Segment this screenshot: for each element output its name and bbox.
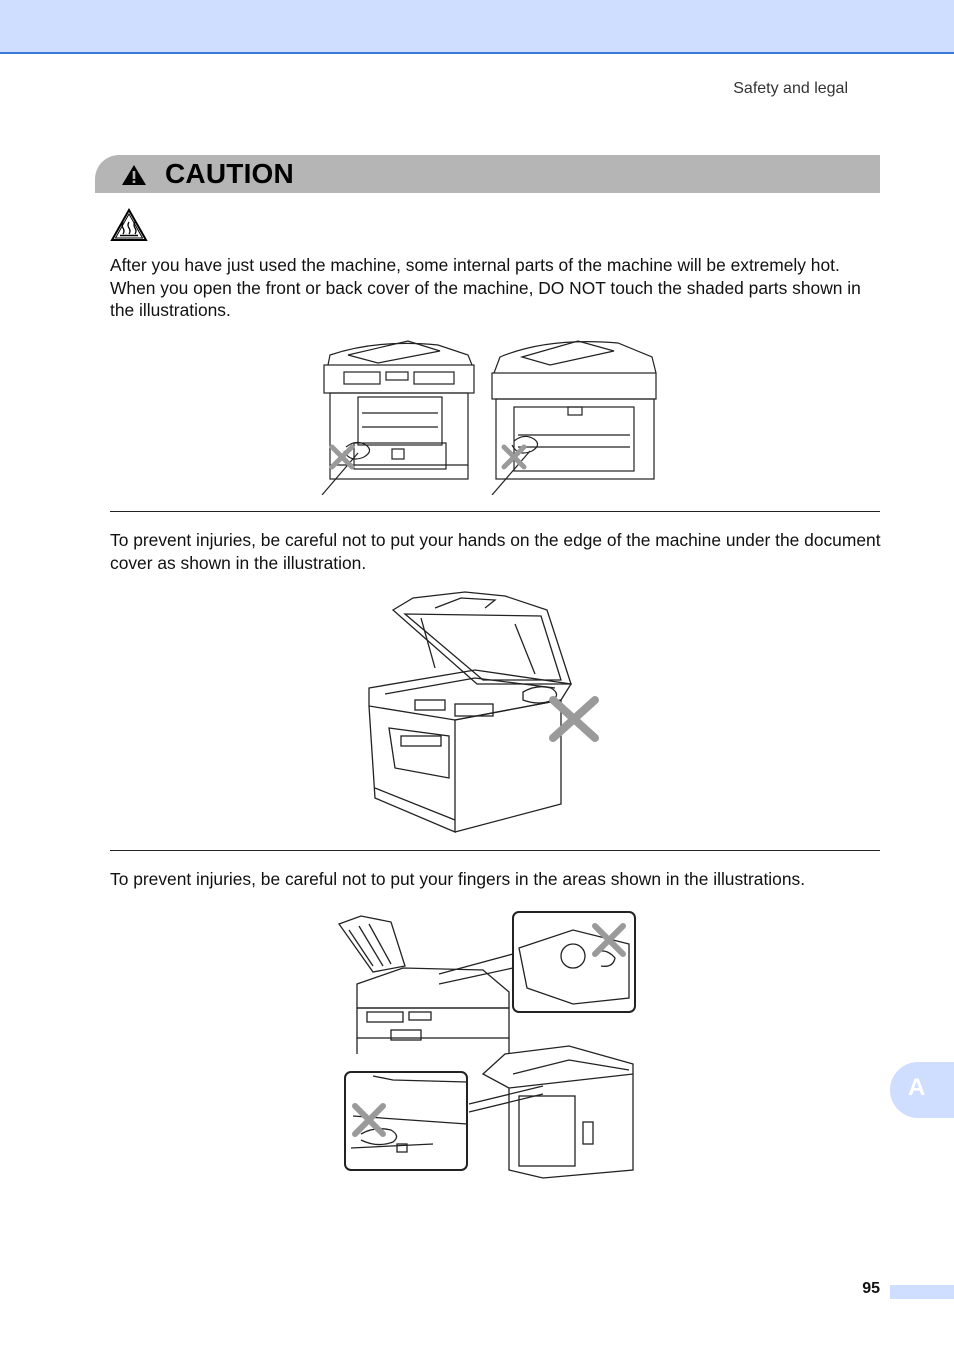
caution-title: CAUTION	[165, 158, 294, 189]
section-divider	[110, 850, 880, 851]
page-number: 95	[862, 1280, 880, 1297]
running-header: Safety and legal	[733, 80, 848, 97]
illustration-document-cover	[365, 588, 610, 838]
x-mark-icon	[549, 696, 599, 742]
warning-triangle-icon	[121, 164, 147, 191]
page-number-bar	[890, 1285, 954, 1299]
finger-warning-text: To prevent injuries, be careful not to p…	[110, 869, 806, 889]
document-cover-warning-text: To prevent injuries, be careful not to p…	[110, 530, 881, 573]
x-mark-icon	[329, 444, 527, 470]
x-mark-icon	[352, 923, 626, 1137]
hot-parts-warning-text: After you have just used the machine, so…	[110, 255, 861, 320]
illustration-finger-areas	[333, 908, 638, 1183]
illustration-hot-parts	[318, 335, 660, 495]
header-band	[0, 0, 954, 54]
chapter-tab-label: A	[908, 1074, 926, 1101]
chapter-tab: A	[890, 1062, 954, 1118]
hot-surface-icon	[110, 207, 148, 247]
section-divider	[110, 511, 880, 512]
caution-banner: CAUTION	[95, 155, 880, 193]
